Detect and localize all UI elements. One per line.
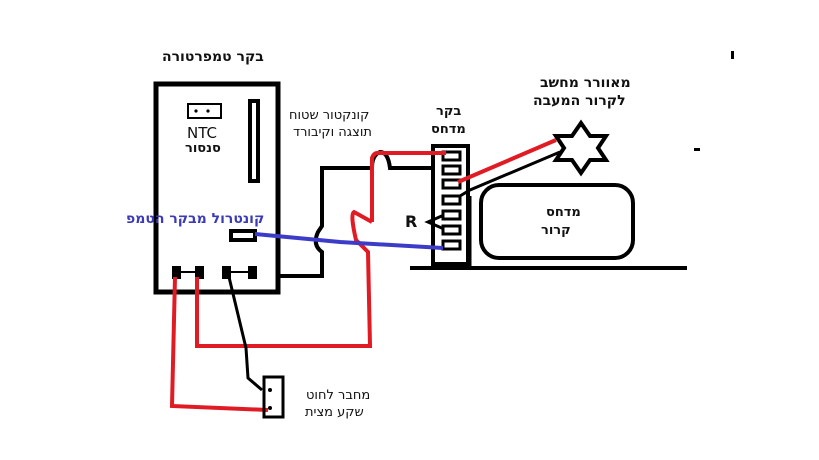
compressor-controller-line1: בקר [436,104,462,119]
terminal-1 [172,266,181,279]
plug-connector-line2: שקע מצית [305,405,364,420]
stray-mark [731,51,734,59]
fan-wire-black [459,150,561,198]
blue-control-wire [254,232,444,250]
ntc-pin [194,109,198,113]
black-wire-plug [227,276,263,392]
red-wire-top [370,150,446,222]
compressor-controller-line2: מדחס [431,122,466,137]
fan-star-icon [552,119,610,177]
red-wire-plug [169,276,269,412]
plug-pin [268,388,272,392]
terminal-3 [222,266,231,279]
sensor-label: סנסור [185,141,221,156]
temp-controller-box [153,81,281,295]
plug-connector [262,375,285,419]
compressor-controller-slots [441,150,462,251]
compressor-body [479,183,635,260]
compressor-label-line1: מדחס [546,205,581,220]
resistor-label: R [405,212,418,231]
fan-label-line1: מאוורר מחשב [540,75,631,91]
terminal-2 [195,266,204,279]
display-connector-line2: תוצגה וקיבורד [293,125,372,140]
control-label: קונטרול מבקר הטמפ [126,211,265,227]
display-connector-line1: קונקטור שטוח [289,108,370,123]
resistor-bracket [424,213,445,231]
terminal-4 [248,266,257,279]
ntc-label: NTC [187,124,217,142]
stray-mark [694,148,700,151]
plug-pin [268,406,272,410]
ntc-pin [206,109,210,113]
control-port [229,229,257,242]
ntc-socket [187,103,222,119]
compressor-label-line2: קרור [541,223,571,238]
plug-connector-line1: מחבר לחוט [306,388,371,403]
flat-connector-slot [248,99,260,183]
fan-wire-red [457,138,557,184]
diagram-title: בקר טמפרטורה [162,49,264,65]
compressor-controller-strip [431,144,470,266]
red-wire-loop [195,209,373,348]
fan-label-line2: לקרור המעבה [533,93,626,109]
